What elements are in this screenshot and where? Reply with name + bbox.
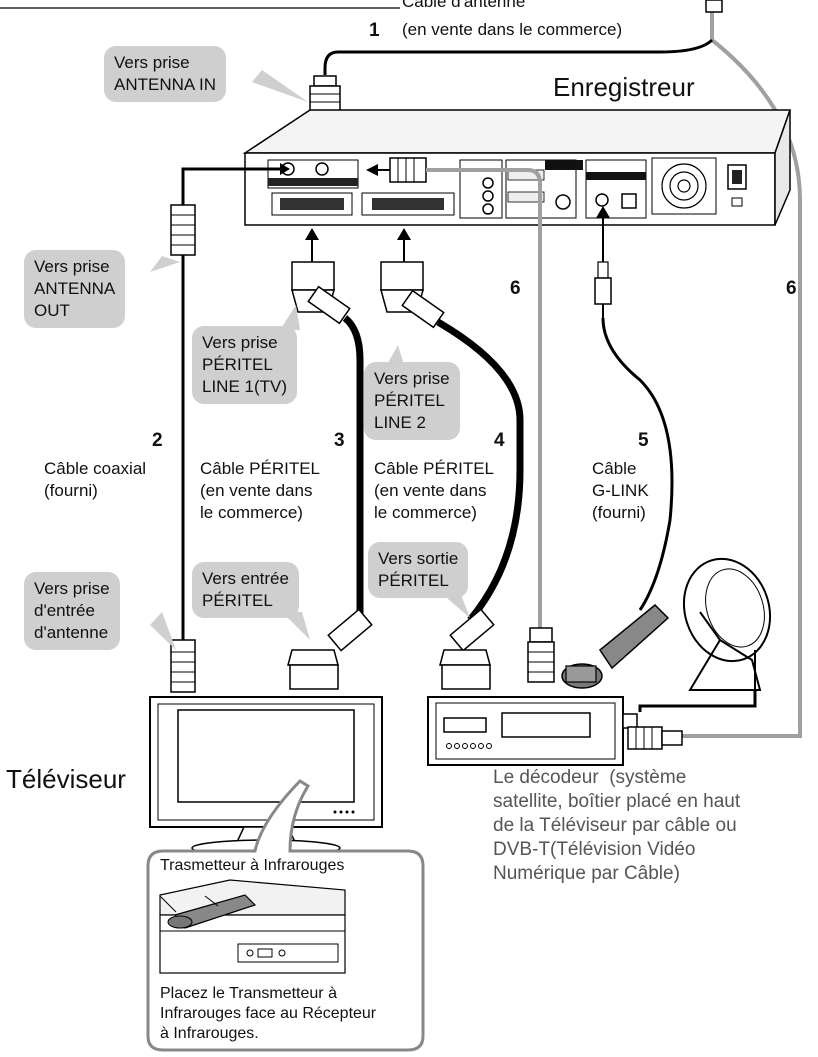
cable-4-label: Câble PÉRITEL (en vente dans le commerce… bbox=[374, 459, 494, 522]
cable-2 bbox=[181, 167, 280, 205]
cable-6-recorder bbox=[426, 168, 542, 628]
ir-transmitter-instructions: Placez le Transmetteur à Infrarouges fac… bbox=[160, 985, 377, 1042]
cable-1 bbox=[323, 38, 714, 75]
step-number-6-right: 6 bbox=[786, 278, 797, 299]
cable-2-arrow-icon bbox=[280, 163, 290, 175]
glink-plug-icon bbox=[594, 261, 612, 318]
cable-4-arrow-icon bbox=[397, 228, 411, 240]
bubble-line1-tail bbox=[280, 305, 300, 330]
cable-5-label: Câble G-LINK (fourni) bbox=[592, 459, 649, 522]
step-number-5: 5 bbox=[638, 430, 649, 451]
cable-4 bbox=[436, 318, 524, 623]
bubble-antenna-out: Vers prise ANTENNA OUT bbox=[24, 250, 126, 328]
recorder-icon bbox=[242, 109, 792, 226]
step-number-3: 3 bbox=[334, 430, 345, 451]
cable-3 bbox=[342, 315, 364, 620]
scart-plug-4-bottom-icon bbox=[439, 608, 495, 690]
step-number-1: 1 bbox=[369, 20, 380, 41]
bubble-line2: Vers prise PÉRITEL LINE 2 bbox=[364, 362, 460, 440]
recorder-label: Enregistreur bbox=[553, 72, 695, 102]
cable-2-label: Câble coaxial (fourni) bbox=[44, 459, 147, 500]
bubble-peritel-out: Vers sortie PÉRITEL bbox=[368, 542, 469, 598]
bubble-antenna-input-tail bbox=[150, 612, 176, 650]
step-number-4: 4 bbox=[494, 430, 505, 451]
decoder-icon bbox=[427, 696, 638, 766]
antenna-plug-top-icon bbox=[705, 0, 723, 13]
cable-5-arrow-icon bbox=[596, 206, 610, 218]
decoder-antenna-plug-icon bbox=[627, 726, 683, 750]
scart-plug-3-top-icon bbox=[291, 261, 351, 325]
television-icon bbox=[149, 696, 383, 857]
coax-plug-top-icon bbox=[170, 204, 196, 256]
scart-plug-4-top-icon bbox=[380, 261, 445, 329]
ir-transmitter-icon bbox=[561, 603, 670, 689]
bubble-line1: Vers prise PÉRITEL LINE 1(TV) bbox=[192, 326, 298, 404]
bubble-antenna-out-tail bbox=[150, 256, 180, 272]
bubble-peritel-in-tail bbox=[282, 612, 310, 640]
step-number-6-left: 6 bbox=[510, 278, 521, 299]
bubble-antenna-in-tail bbox=[252, 70, 308, 102]
antenna-plug-6-icon bbox=[366, 157, 427, 183]
satellite-dish-icon bbox=[638, 557, 772, 712]
cable-5 bbox=[601, 317, 674, 611]
cable-antenne-title: Câble d'antenne bbox=[402, 0, 526, 11]
antenna-plug-6-bottom-icon bbox=[527, 627, 555, 683]
tv-label: Téléviseur bbox=[6, 764, 126, 794]
cable-3-label: Câble PÉRITEL (en vente dans le commerce… bbox=[200, 459, 320, 522]
bubble-antenna-input: Vers prise d'entrée d'antenne bbox=[24, 572, 120, 650]
bubble-peritel-out-tail bbox=[440, 592, 470, 618]
decoder-description: Le décodeur (système satellite, boîtier … bbox=[493, 767, 741, 884]
cable-3-arrow-icon bbox=[305, 228, 319, 240]
ir-transmitter-title: Trasmetteur à Infrarouges bbox=[160, 857, 345, 874]
scart-plug-3-bottom-icon bbox=[287, 608, 373, 690]
step-number-2: 2 bbox=[152, 430, 163, 451]
bubble-peritel-in: Vers entrée PÉRITEL bbox=[192, 562, 299, 618]
cable-antenne-subtitle: (en vente dans le commerce) bbox=[402, 20, 623, 39]
ir-recorder-illustration bbox=[159, 879, 346, 974]
bubble-antenna-in: Vers prise ANTENNA IN bbox=[104, 46, 227, 102]
